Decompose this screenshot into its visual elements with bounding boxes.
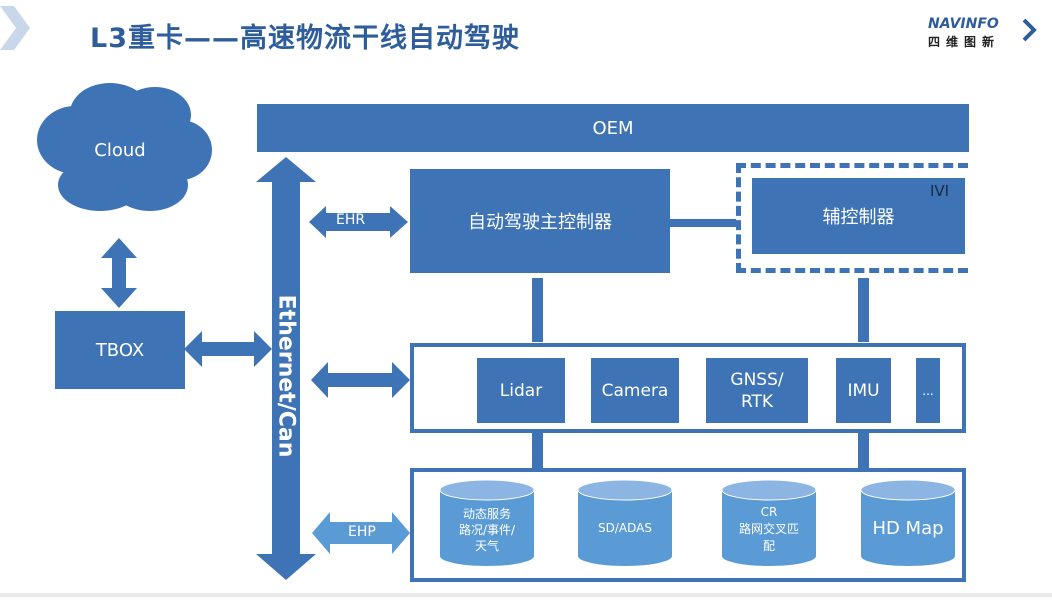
logo-chevron-icon (1022, 18, 1037, 42)
cylinder-sdadas (577, 479, 673, 566)
ehr-arrow (309, 206, 408, 238)
aux-controller-frame (736, 163, 968, 273)
sensor-more-label: ... (922, 383, 934, 398)
map-hdmap-label: HD Map (872, 518, 944, 539)
cylinder-hdmap (860, 479, 956, 566)
sensor-imu: IMU (836, 358, 891, 423)
sensor-gnss: GNSS/ RTK (706, 358, 808, 423)
cloud-shape (37, 83, 212, 211)
map-cr-label: CR 路网交叉匹 配 (738, 505, 799, 553)
footer-divider (0, 593, 1052, 597)
ehp-label: EHP (348, 524, 376, 540)
sensor-camera-label: Camera (601, 380, 669, 401)
ehr-label: EHR (336, 212, 366, 228)
map-cylinders (439, 479, 956, 566)
cloud-tbox-arrow (101, 238, 137, 308)
tbox-box: TBOX (55, 311, 185, 389)
sensor-camera: Camera (591, 358, 679, 423)
ethernet-bus-arrow (256, 157, 316, 580)
cylinder-cr (721, 479, 817, 566)
sensor-lidar-label: Lidar (499, 380, 543, 401)
controller-link (670, 219, 736, 227)
sensor-map-link-left (532, 432, 543, 470)
tbox-bus-arrow (184, 331, 272, 367)
logo-text: NAVINFO (928, 16, 999, 32)
oem-label: OEM (592, 117, 634, 139)
sensor-map-link-right (858, 432, 869, 470)
main-controller-box: 自动驾驶主控制器 (410, 169, 670, 273)
aux-controller-sensor-link (858, 278, 869, 342)
main-controller-sensor-link (532, 278, 543, 342)
ivi-label: IVI (930, 182, 950, 200)
page-title: L3重卡——高速物流干线自动驾驶 (90, 23, 520, 54)
sensor-gnss-label: GNSS/ RTK (730, 369, 784, 412)
cylinder-dynamic (439, 479, 535, 566)
ehp-arrow (312, 512, 410, 554)
bus-label: Ethernet/Can (273, 294, 299, 458)
cloud-label: Cloud (94, 140, 146, 161)
tbox-label: TBOX (95, 339, 145, 361)
map-sdadas-label: SD/ADAS (598, 521, 652, 535)
map-dynamic-label: 动态服务 路况/事件/ 天气 (458, 507, 516, 553)
aux-controller-box: 辅控制器 (752, 178, 965, 254)
logo-cn-text: 四维图新 (928, 35, 1001, 49)
main-controller-label: 自动驾驶主控制器 (468, 212, 612, 233)
navinfo-logo: NAVINFO 四维图新 (928, 16, 1038, 50)
aux-controller-label: 辅控制器 (822, 207, 895, 228)
sensor-more: ... (916, 358, 940, 423)
map-frame (410, 468, 966, 582)
sensor-imu-label: IMU (847, 380, 880, 401)
oem-bar: OEM (257, 104, 969, 152)
bus-sensors-arrow (311, 362, 410, 398)
chevron-decor-icon (0, 6, 30, 50)
sensor-lidar: Lidar (477, 358, 565, 423)
